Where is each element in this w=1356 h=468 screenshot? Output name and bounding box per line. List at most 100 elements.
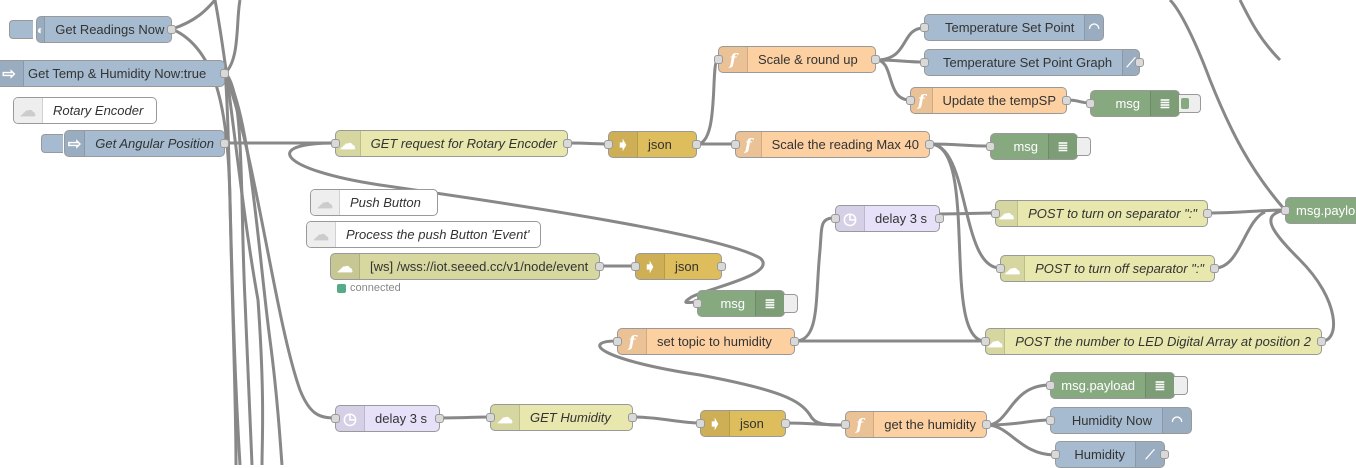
input-port[interactable] (906, 96, 915, 105)
inject-trigger-button[interactable] (41, 134, 63, 153)
node-label: Get Temp & Humidity Now:true (28, 66, 207, 81)
output-port[interactable] (982, 420, 991, 429)
debug-toggle-button[interactable] (1174, 376, 1188, 395)
function-icon: f (618, 329, 647, 354)
delay-node-2[interactable]: ◷ delay 3 s (331, 405, 444, 432)
output-port[interactable] (781, 419, 790, 428)
input-port[interactable] (731, 140, 740, 149)
input-port[interactable] (981, 337, 990, 346)
chart-node-humidity[interactable]: Humidity ⟋ (1051, 441, 1169, 468)
list-icon: ≣ (755, 291, 784, 316)
list-icon: ≣ (1145, 373, 1174, 398)
gauge-node-humidity-now[interactable]: Humidity Now ◠ (1046, 407, 1192, 434)
debug-node-msg-payload[interactable]: msg.payload ≣ (1046, 372, 1188, 399)
debug-node-msg-3[interactable]: msg ≣ (693, 290, 798, 317)
input-port[interactable] (841, 420, 850, 429)
output-port[interactable] (1317, 337, 1326, 346)
inject-node-get-readings-now[interactable]: ◐ Get Readings Now (9, 16, 176, 43)
list-icon: ≣ (1048, 134, 1077, 159)
comment-node-rotary-encoder[interactable]: ☁ Rotary Encoder (13, 97, 157, 124)
output-port[interactable] (563, 139, 572, 148)
chart-node-temperature-set-point-graph[interactable]: Temperature Set Point Graph ⟋ (920, 49, 1144, 76)
input-port[interactable] (991, 209, 1000, 218)
input-port[interactable] (1281, 206, 1290, 215)
debug-node-msg-1[interactable]: msg ≣ (1086, 90, 1201, 117)
input-port[interactable] (920, 58, 929, 67)
output-port[interactable] (1203, 209, 1212, 218)
input-port[interactable] (1086, 99, 1095, 108)
function-node-get-the-humidity[interactable]: f get the humidity (841, 411, 991, 438)
node-label: Scale & round up (758, 52, 858, 67)
node-label: delay 3 s (875, 211, 928, 226)
http-node-post-turn-off[interactable]: ☁ POST to turn off separator ":" (996, 255, 1219, 282)
comment-icon: ☁ (311, 190, 340, 215)
input-port[interactable] (696, 419, 705, 428)
output-port[interactable] (220, 69, 229, 78)
debug-toggle-button[interactable] (784, 294, 798, 313)
input-port[interactable] (1051, 450, 1060, 459)
input-port[interactable] (996, 264, 1005, 273)
http-node-post-turn-on[interactable]: ☁ POST to turn on separator ":" (991, 200, 1212, 227)
function-node-update-tempsp[interactable]: f Update the tempSP (906, 87, 1071, 114)
debug-toggle-button[interactable] (1179, 94, 1201, 113)
inject-node-get-angular-position[interactable]: ⇨ Get Angular Position (41, 130, 229, 157)
http-node-get-rotary[interactable]: ☁ GET request for Rotary Encoder (331, 130, 572, 157)
comment-icon: ☁ (307, 222, 336, 247)
output-port[interactable] (925, 140, 934, 149)
debug-toggle-button[interactable] (1077, 137, 1091, 156)
json-node-3[interactable]: ➧ json (696, 410, 790, 437)
input-port[interactable] (693, 299, 702, 308)
comment-node-push-button[interactable]: ☁ Push Button (310, 189, 438, 216)
output-port[interactable] (790, 337, 799, 346)
output-port[interactable] (167, 25, 176, 34)
status-text: connected (350, 282, 401, 294)
output-port[interactable] (1160, 450, 1169, 459)
json-node-1[interactable]: ➧ json (604, 131, 701, 158)
node-label: json (675, 259, 699, 274)
debug-node-msg-payload-right[interactable]: msg.paylo (1281, 197, 1356, 224)
input-port[interactable] (331, 139, 340, 148)
input-port[interactable] (714, 55, 723, 64)
delay-node-1[interactable]: ◷ delay 3 s (831, 205, 944, 232)
inject-node-get-temp-humidity[interactable]: ⇨ Get Temp & Humidity Now:true (0, 60, 229, 87)
output-port[interactable] (220, 139, 229, 148)
globe-icon: ☁ (986, 329, 1006, 354)
output-port[interactable] (717, 262, 726, 271)
output-port[interactable] (935, 214, 944, 223)
input-port[interactable] (631, 262, 640, 271)
output-port[interactable] (1062, 96, 1071, 105)
output-port[interactable] (871, 55, 880, 64)
http-node-get-humidity[interactable]: ☁ GET Humidity (486, 404, 637, 431)
input-port[interactable] (831, 214, 840, 223)
ws-status: connected (337, 282, 401, 294)
http-node-post-number-led[interactable]: ☁ POST the number to LED Digital Array a… (981, 328, 1326, 355)
globe-icon: ☁ (331, 254, 360, 279)
json-icon: ➧ (701, 411, 730, 436)
node-label: GET request for Rotary Encoder (370, 136, 557, 151)
output-port[interactable] (692, 140, 701, 149)
output-port[interactable] (1135, 58, 1144, 67)
function-node-scale-reading[interactable]: f Scale the reading Max 40 (731, 131, 934, 158)
comment-node-process-push[interactable]: ☁ Process the push Button 'Event' (306, 221, 541, 248)
node-label: json (740, 416, 764, 431)
output-port[interactable] (435, 414, 444, 423)
json-node-2[interactable]: ➧ json (631, 253, 726, 280)
input-port[interactable] (1046, 416, 1055, 425)
function-node-set-topic-humidity[interactable]: f set topic to humidity (613, 328, 799, 355)
inject-trigger-button[interactable] (9, 20, 33, 39)
input-port[interactable] (331, 414, 340, 423)
input-port[interactable] (604, 140, 613, 149)
input-port[interactable] (613, 337, 622, 346)
websocket-node-event[interactable]: ☁ [ws] /wss://iot.seeed.cc/v1/node/event (330, 253, 604, 280)
function-node-scale-round-up[interactable]: f Scale & round up (714, 46, 880, 73)
output-port[interactable] (628, 413, 637, 422)
input-port[interactable] (986, 142, 995, 151)
node-label: msg (1013, 139, 1038, 154)
input-port[interactable] (1046, 381, 1055, 390)
input-port[interactable] (486, 413, 495, 422)
output-port[interactable] (1210, 264, 1219, 273)
gauge-node-temperature-set-point[interactable]: Temperature Set Point ◠ (920, 14, 1104, 41)
debug-node-msg-2[interactable]: msg ≣ (986, 133, 1091, 160)
output-port[interactable] (595, 262, 604, 271)
input-port[interactable] (920, 23, 929, 32)
